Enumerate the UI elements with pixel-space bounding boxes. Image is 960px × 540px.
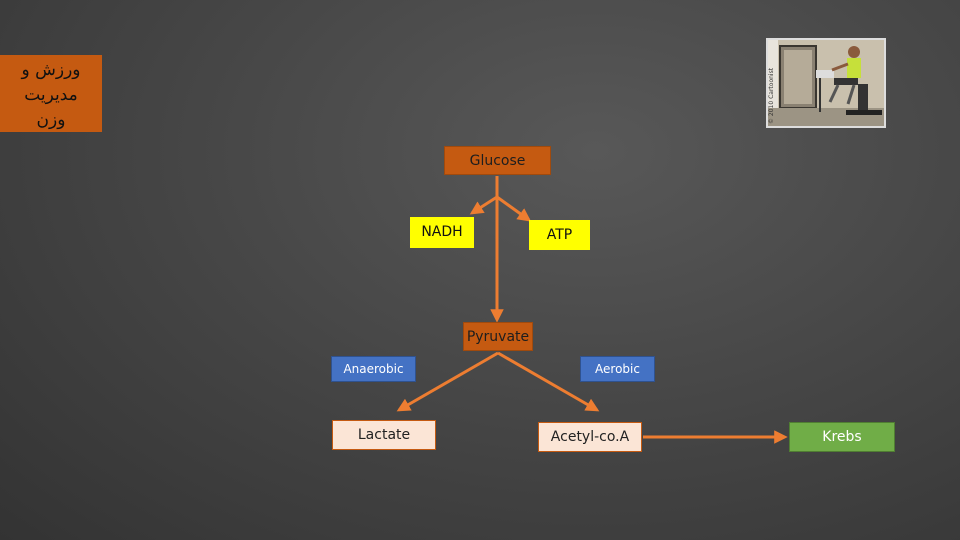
atp-node: ATP [529, 220, 590, 250]
acetyl-coa-node: Acetyl-co.A [538, 422, 642, 452]
krebs-node: Krebs [789, 422, 895, 452]
nadh-node: NADH [410, 217, 474, 248]
aerobic-label: Aerobic [580, 356, 655, 382]
glucose-node: Glucose [444, 146, 551, 175]
lactate-node: Lactate [332, 420, 436, 450]
anaerobic-label: Anaerobic [331, 356, 416, 382]
pyruvate-node: Pyruvate [463, 322, 533, 351]
arrow-glucose-to-atp [497, 197, 529, 220]
arrow-glucose-to-nadh [472, 197, 497, 213]
